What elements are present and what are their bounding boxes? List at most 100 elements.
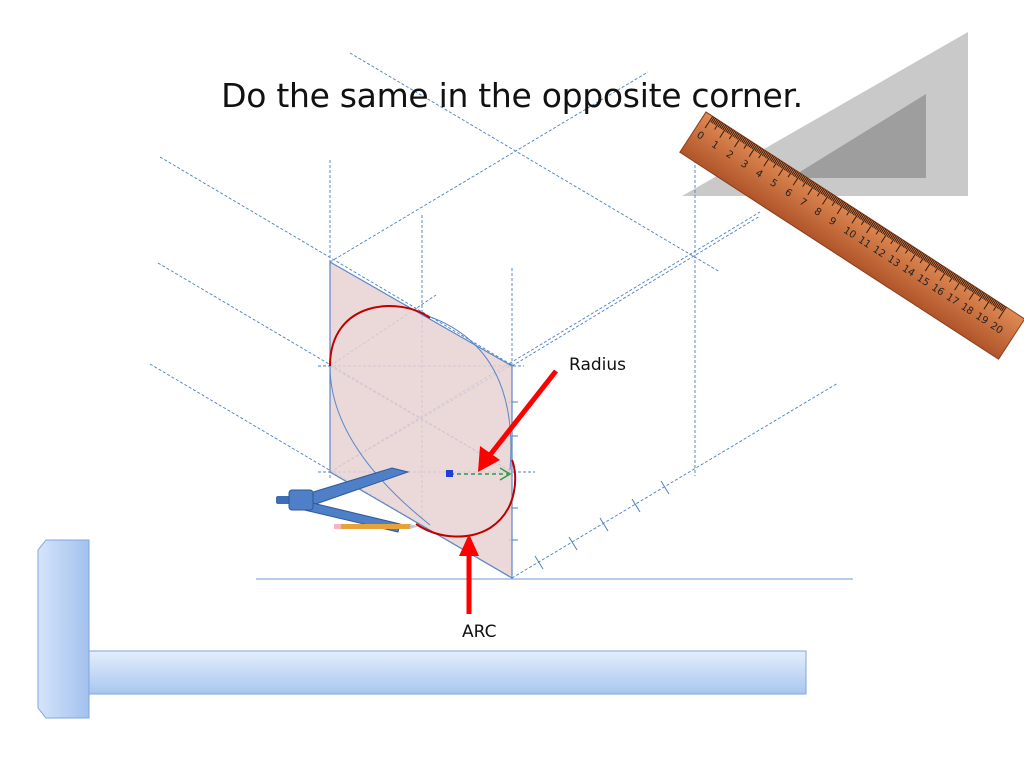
ruler-tick xyxy=(786,166,791,173)
ruler-tick xyxy=(748,141,753,148)
ruler-tick xyxy=(910,249,919,262)
ruler-tick xyxy=(963,282,970,292)
ruler-tick xyxy=(942,267,947,274)
ruler-tick xyxy=(882,228,887,235)
ruler-tick xyxy=(992,300,997,306)
ruler-tick xyxy=(954,275,959,281)
ruler-tick xyxy=(910,246,915,253)
ruler-tick xyxy=(871,221,877,228)
ruler-tick xyxy=(904,244,912,254)
ruler-tick xyxy=(889,233,894,239)
ruler-tick xyxy=(948,271,953,278)
ruler-tick xyxy=(800,175,805,181)
ruler-tick xyxy=(714,119,719,126)
ruler-tick xyxy=(791,169,796,176)
ruler-tick xyxy=(970,285,975,292)
ruler-tick xyxy=(823,190,828,197)
ruler-tick xyxy=(842,202,847,209)
ruler-tick xyxy=(983,297,992,310)
ruler-tick xyxy=(852,209,857,216)
ruler-tick xyxy=(982,293,987,299)
ruler-number: 1 xyxy=(709,139,720,152)
ruler-tick xyxy=(998,303,1003,310)
ruler-tick xyxy=(769,155,774,161)
ruler-tick xyxy=(794,171,799,177)
ruler-tick xyxy=(787,168,794,178)
ruler-tick xyxy=(996,302,1001,309)
ruler-tick xyxy=(805,178,810,185)
ruler-tick xyxy=(829,194,834,200)
ruler-tick xyxy=(968,287,978,300)
ruler-tick xyxy=(868,219,874,226)
ruler-tick xyxy=(732,131,737,137)
ruler-tick xyxy=(758,149,765,159)
ruler-tick xyxy=(722,124,727,131)
ruler-tick xyxy=(895,237,900,243)
ruler-tick xyxy=(851,211,860,224)
ruler-tick xyxy=(939,265,944,272)
ruler-tick xyxy=(711,117,717,124)
ruler-tick xyxy=(983,294,988,300)
ruler-tick xyxy=(891,234,896,240)
ruler-tick xyxy=(743,139,750,149)
ruler-tick xyxy=(932,260,937,267)
ruler-tick xyxy=(904,242,909,249)
ruler-tick xyxy=(875,225,882,235)
ruler-tick xyxy=(785,165,790,172)
ruler-tick xyxy=(893,236,899,242)
ruler-tick xyxy=(955,276,960,282)
ruler-tick xyxy=(901,240,906,247)
ruler-tick xyxy=(890,235,897,245)
ruler-tick xyxy=(763,151,768,157)
ruler-tick xyxy=(728,130,736,140)
radius-line xyxy=(446,467,512,481)
ruler-tick xyxy=(873,222,878,229)
ruler-tick xyxy=(798,174,803,180)
ruler-tick xyxy=(838,199,843,206)
ruler-tick xyxy=(820,188,825,195)
ruler-tick xyxy=(849,207,855,214)
ruler-tick xyxy=(939,268,948,281)
ruler-tick xyxy=(908,245,913,252)
ruler-number: 4 xyxy=(753,168,764,181)
ruler-tick xyxy=(714,120,721,130)
ruler-tick xyxy=(807,179,812,186)
ruler-tick xyxy=(924,259,934,272)
ruler-tick xyxy=(776,159,781,166)
ruler-tick xyxy=(998,306,1007,319)
ruler-tick xyxy=(880,227,885,234)
ruler-tick xyxy=(713,118,718,125)
ruler-tick xyxy=(923,255,928,261)
ruler-tick xyxy=(918,252,924,258)
ruler-tick xyxy=(783,164,788,171)
ruler-tick xyxy=(935,262,940,269)
ruler-tick xyxy=(902,241,907,248)
ruler-tick xyxy=(755,146,761,153)
ruler-tick xyxy=(736,134,742,140)
ruler-number: 8 xyxy=(812,206,823,219)
ruler-tick xyxy=(989,298,994,304)
ruler-tick xyxy=(934,263,941,273)
ruler-tick xyxy=(933,261,938,268)
ruler-tick xyxy=(896,238,901,244)
ruler-number: 7 xyxy=(797,197,808,210)
ruler-tick xyxy=(883,229,888,236)
ruler-tick xyxy=(801,176,806,182)
ruler-tick xyxy=(957,277,962,283)
ruler-number: 2 xyxy=(724,149,735,162)
ruler-tick xyxy=(866,220,875,234)
ruler-tick xyxy=(976,289,981,296)
ruler-tick xyxy=(999,304,1004,311)
ruler-number: 6 xyxy=(782,187,793,200)
ruler-tick xyxy=(742,138,747,144)
ruler-tick xyxy=(835,198,840,204)
ruler-tick xyxy=(930,260,935,266)
ruler-tick xyxy=(832,196,837,202)
ruler-tick xyxy=(924,256,929,262)
ruler-tick xyxy=(857,212,862,218)
ruler-tick xyxy=(822,189,827,196)
ruler-tick xyxy=(888,232,893,238)
ruler-tick xyxy=(879,226,884,233)
ruler-tick xyxy=(831,197,838,207)
